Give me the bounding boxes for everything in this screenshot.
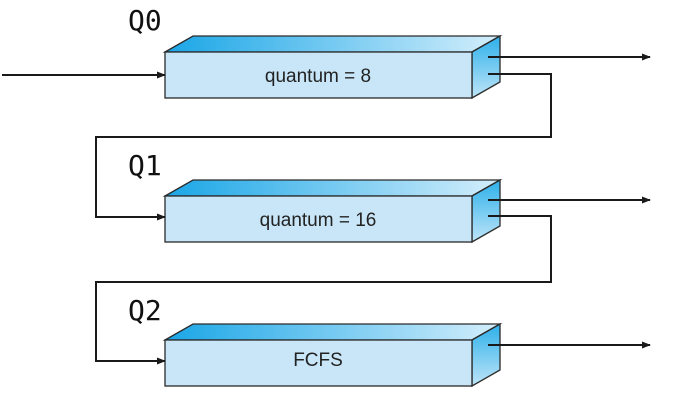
queue-label-q1: Q1 — [128, 149, 162, 182]
queue-policy-q2: FCFS — [293, 350, 343, 371]
q0-to-q1-arrow — [95, 73, 552, 221]
q1-to-q2-arrow — [95, 215, 552, 365]
queue-policy-q0: quantum = 8 — [265, 66, 371, 87]
queue-box-q0: quantum = 8 — [162, 34, 503, 100]
queue-box-q1: quantum = 16 — [162, 178, 503, 244]
queue-label-q2: Q2 — [128, 294, 162, 327]
queue-box-q2: FCFS — [162, 322, 503, 388]
queue-policy-q1: quantum = 16 — [260, 210, 377, 231]
queue-label-q0: Q0 — [128, 4, 162, 37]
